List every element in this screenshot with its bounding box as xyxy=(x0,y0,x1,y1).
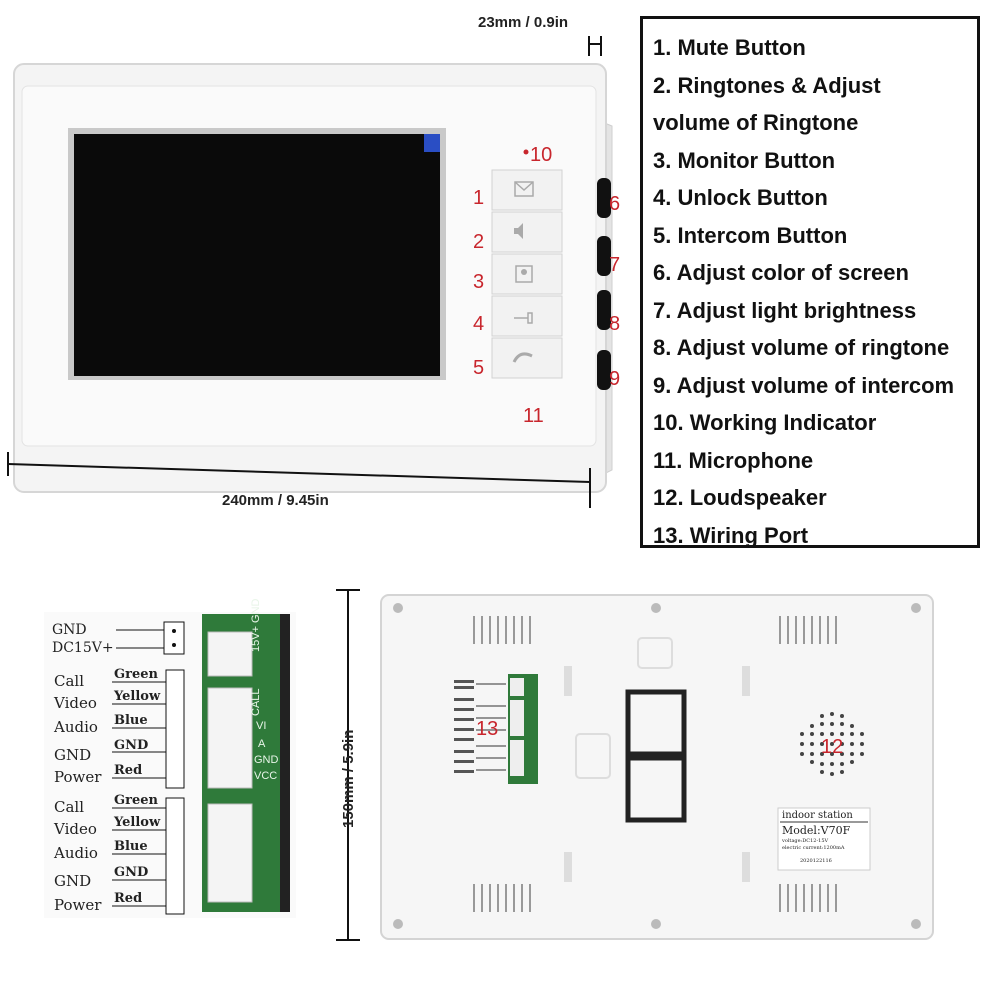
wire-color: Red xyxy=(114,891,143,906)
nameplate-current: electric current:1200mA xyxy=(782,845,845,851)
pcb-label: GND xyxy=(254,754,279,766)
wire-color: Blue xyxy=(114,839,148,854)
legend-item: volume of Ringtone xyxy=(653,110,859,135)
speaker-icon xyxy=(514,223,523,239)
back-view: 12 13 indoor station Model:V70F voltage:… xyxy=(380,594,934,940)
legend-item: 3. Monitor Button xyxy=(653,147,836,173)
legend-item: 2. Ringtones & Adjust xyxy=(653,72,881,98)
legend-item: 13. Wiring Port xyxy=(653,522,809,548)
pcb-label: A xyxy=(258,738,266,750)
wire-label: Video xyxy=(54,694,97,712)
wiring-lines xyxy=(112,614,290,915)
legend-item: 6. Adjust color of screen xyxy=(653,260,909,285)
callout-1: 1 xyxy=(473,187,485,209)
back-panel-drawing xyxy=(380,594,934,940)
wire-label: Audio xyxy=(54,718,98,736)
nameplate-title: indoor station xyxy=(782,810,853,821)
callout-5: 5 xyxy=(473,357,485,379)
wire-color: Yellow xyxy=(114,689,161,704)
wire-color: Blue xyxy=(114,713,148,728)
side-knobs xyxy=(597,178,611,390)
callout-3: 3 xyxy=(473,271,485,293)
legend-item: 12. Loudspeaker xyxy=(653,485,827,510)
legend-item: 7. Adjust light brightness xyxy=(653,297,917,323)
callout-9: 9 xyxy=(609,368,621,390)
wire-label: Call xyxy=(54,672,85,690)
callout-13: 13 xyxy=(476,718,499,740)
wire-color: GND xyxy=(114,865,149,880)
legend-item: 5. Intercom Button xyxy=(653,222,848,248)
legend-item: 1. Mute Button xyxy=(653,35,806,60)
key-icon xyxy=(514,312,533,324)
wire-color: GND xyxy=(114,738,149,753)
wire-color: Yellow xyxy=(114,815,161,830)
front-view: 23mm / 0.9in 240mm / 9.45in 1 2 3 4 5 6 … xyxy=(0,0,640,520)
speaker-grille xyxy=(800,712,864,776)
wire-label: Call xyxy=(54,798,85,816)
legend-item: 9. Adjust volume of intercom xyxy=(653,372,955,398)
wire-label: GND xyxy=(52,622,87,638)
phone-icon xyxy=(512,352,533,363)
height-dimension: 150mm / 5.9in xyxy=(340,729,357,828)
wire-label: GND xyxy=(54,746,92,764)
mail-icon xyxy=(514,181,534,197)
wire-label: Video xyxy=(54,820,97,838)
legend-item: 11. Microphone xyxy=(653,447,814,473)
monitor-icon xyxy=(515,265,533,283)
callout-10: 10 xyxy=(530,144,553,166)
callout-2: 2 xyxy=(473,231,485,253)
height-dimension-line xyxy=(336,589,360,941)
width-dimension: 240mm / 9.45in xyxy=(222,492,329,509)
callout-4: 4 xyxy=(473,313,485,335)
wire-label: Power xyxy=(54,896,102,914)
nameplate-serial: 2020122116 xyxy=(800,858,832,864)
legend-box: 1. Mute Button 2. Ringtones & Adjust vol… xyxy=(640,16,980,548)
callout-7: 7 xyxy=(609,254,621,276)
front-buttons xyxy=(491,169,563,379)
callout-12: 12 xyxy=(821,736,844,758)
wire-color: Green xyxy=(114,667,158,682)
legend-list: 1. Mute Button 2. Ringtones & Adjust vol… xyxy=(643,19,977,554)
legend-item: 10. Working Indicator xyxy=(653,410,877,435)
legend-item: 8. Adjust volume of ringtone xyxy=(653,335,950,360)
pcb-label: VCC xyxy=(254,770,278,782)
front-monitor-drawing xyxy=(7,36,613,508)
callout-6: 6 xyxy=(609,193,621,215)
screen xyxy=(74,134,440,376)
wire-color: Green xyxy=(114,793,158,808)
nameplate-model: Model:V70F xyxy=(782,824,851,837)
wire-label: GND xyxy=(54,872,92,890)
pcb-label: VI xyxy=(256,720,267,732)
wire-label: Audio xyxy=(54,844,98,862)
callout-8: 8 xyxy=(609,313,621,335)
wire-label: Power xyxy=(54,768,102,786)
pcb-label: 15V+ GND xyxy=(250,598,262,653)
legend-item: 4. Unlock Button xyxy=(653,185,828,210)
pcb-label: CALL xyxy=(250,688,262,716)
wire-color: Red xyxy=(114,763,143,778)
wiring-detail: GND DC15V+ Call Green Video Yellow Audio… xyxy=(44,599,296,918)
wire-label: DC15V+ xyxy=(52,640,114,656)
nameplate-voltage: voltage:DC12-15V xyxy=(782,838,829,844)
depth-dimension: 23mm / 0.9in xyxy=(478,14,569,31)
callout-11: 11 xyxy=(523,405,544,427)
